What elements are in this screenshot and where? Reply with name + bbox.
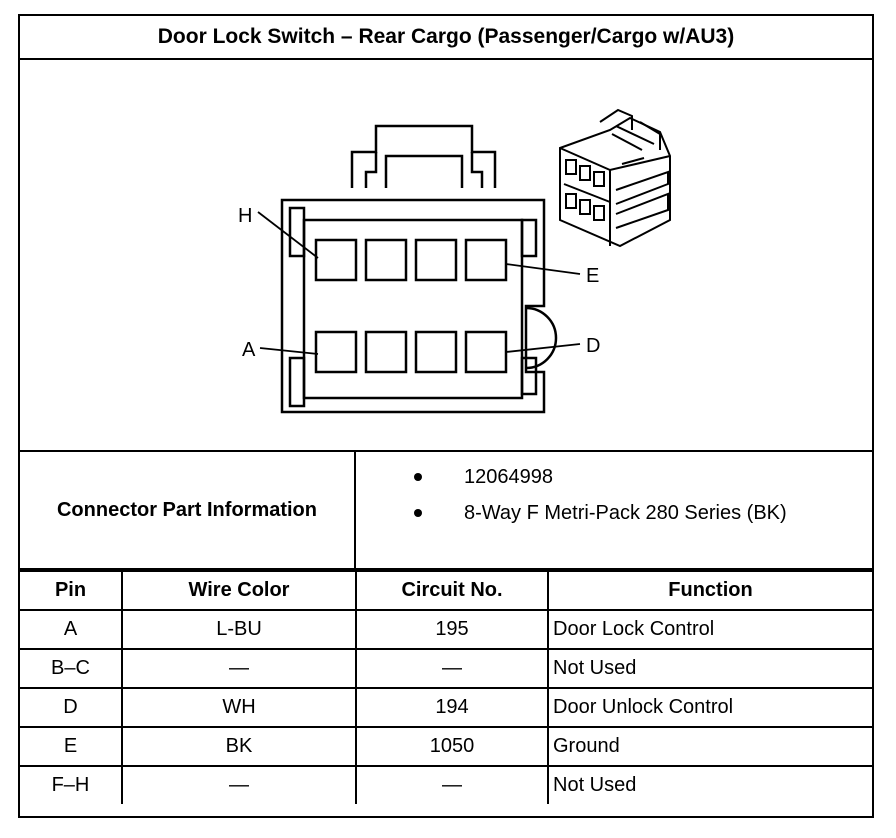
connector-housing bbox=[280, 198, 546, 414]
column-header-circuit-no: Circuit No. bbox=[355, 570, 549, 611]
cavity-e bbox=[464, 238, 508, 282]
connector-part-information: Connector Part Information 12064998 8-Wa… bbox=[20, 452, 872, 570]
column-header-function: Function bbox=[547, 570, 872, 611]
cavity-g bbox=[364, 238, 408, 282]
cavity-d bbox=[464, 330, 508, 374]
cell-function: Door Unlock Control bbox=[547, 687, 872, 728]
cavity-f bbox=[414, 238, 458, 282]
table-row: A L-BU 195 Door Lock Control bbox=[20, 609, 872, 650]
pin-label-a: A bbox=[242, 339, 256, 361]
cell-circuit-no: 1050 bbox=[355, 726, 549, 767]
cell-function: Not Used bbox=[547, 765, 872, 804]
connector-info-label: Connector Part Information bbox=[20, 452, 356, 568]
list-item: 12064998 bbox=[356, 462, 872, 492]
table-header-row: Pin Wire Color Circuit No. Function bbox=[20, 570, 872, 611]
pinout-table: Pin Wire Color Circuit No. Function A L-… bbox=[20, 570, 872, 804]
table-row: F–H — — Not Used bbox=[20, 765, 872, 804]
page-title: Door Lock Switch – Rear Cargo (Passenger… bbox=[20, 16, 872, 60]
cell-wire-color: — bbox=[121, 648, 357, 689]
column-header-wire-color: Wire Color bbox=[121, 570, 357, 611]
cavity-a bbox=[314, 330, 358, 374]
cavity-b bbox=[364, 330, 408, 374]
connector-latch bbox=[350, 124, 497, 188]
connector-face-svg: H A E D bbox=[238, 108, 671, 414]
connector-iso-view bbox=[559, 108, 671, 248]
part-number: 12064998 bbox=[464, 465, 553, 488]
bullet-icon bbox=[414, 509, 422, 517]
table-row: D WH 194 Door Unlock Control bbox=[20, 687, 872, 728]
cell-pin: F–H bbox=[20, 765, 123, 804]
pin-label-e: E bbox=[586, 265, 599, 287]
cell-circuit-no: — bbox=[355, 765, 549, 804]
connector-drawing: H A E D bbox=[20, 60, 872, 452]
cavity-c bbox=[414, 330, 458, 374]
cell-pin: B–C bbox=[20, 648, 123, 689]
cell-wire-color: L-BU bbox=[121, 609, 357, 650]
pin-label-d: D bbox=[586, 335, 600, 357]
pin-label-h: H bbox=[238, 205, 252, 227]
cell-wire-color: BK bbox=[121, 726, 357, 767]
cell-pin: D bbox=[20, 687, 123, 728]
table-row: E BK 1050 Ground bbox=[20, 726, 872, 767]
connector-inner-body bbox=[302, 218, 524, 400]
bullet-icon bbox=[414, 473, 422, 481]
cell-wire-color: WH bbox=[121, 687, 357, 728]
connector-info-list: 12064998 8-Way F Metri-Pack 280 Series (… bbox=[356, 452, 872, 568]
cell-pin: E bbox=[20, 726, 123, 767]
cell-circuit-no: — bbox=[355, 648, 549, 689]
connector-description: 8-Way F Metri-Pack 280 Series (BK) bbox=[464, 501, 787, 524]
cavity-h bbox=[314, 238, 358, 282]
list-item: 8-Way F Metri-Pack 280 Series (BK) bbox=[356, 498, 872, 528]
cell-circuit-no: 194 bbox=[355, 687, 549, 728]
cell-function: Ground bbox=[547, 726, 872, 767]
cell-function: Not Used bbox=[547, 648, 872, 689]
pin-cavities bbox=[314, 238, 508, 374]
cell-function: Door Lock Control bbox=[547, 609, 872, 650]
table-row: B–C — — Not Used bbox=[20, 648, 872, 689]
connector-diagram-frame: Door Lock Switch – Rear Cargo (Passenger… bbox=[18, 14, 874, 818]
cell-pin: A bbox=[20, 609, 123, 650]
column-header-pin: Pin bbox=[20, 570, 123, 611]
cell-wire-color: — bbox=[121, 765, 357, 804]
cell-circuit-no: 195 bbox=[355, 609, 549, 650]
